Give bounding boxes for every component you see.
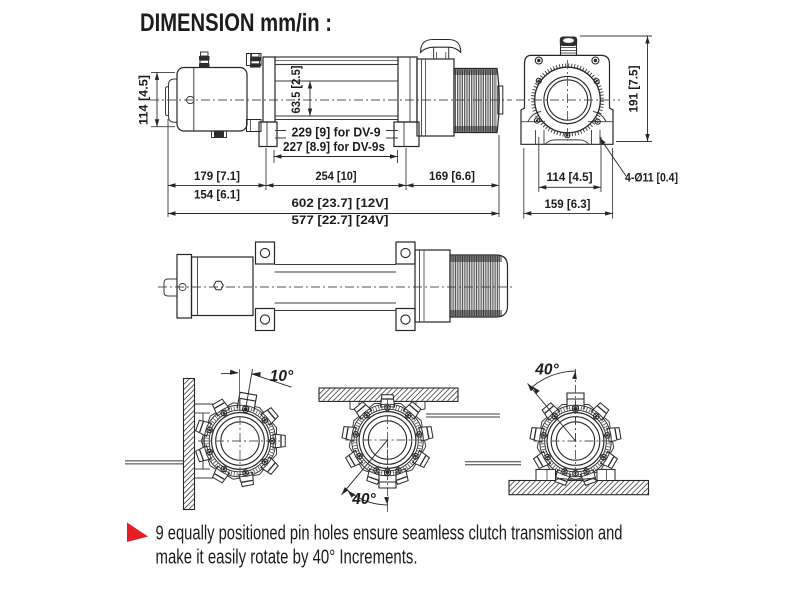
- svg-text:114 [4.5]: 114 [4.5]: [137, 75, 151, 125]
- svg-text:9 equally positioned pin holes: 9 equally positioned pin holes ensure se…: [156, 523, 623, 545]
- svg-text:179 [7.1]: 179 [7.1]: [194, 169, 240, 183]
- svg-text:169 [6.6]: 169 [6.6]: [429, 169, 475, 183]
- svg-text:40°: 40°: [351, 491, 376, 508]
- svg-text:4-Ø11 [0.4]: 4-Ø11 [0.4]: [625, 171, 678, 185]
- svg-text:154 [6.1]: 154 [6.1]: [194, 188, 240, 202]
- svg-text:229 [9] for DV-9: 229 [9] for DV-9: [292, 126, 381, 140]
- svg-text:63.5 [2.5]: 63.5 [2.5]: [289, 66, 303, 114]
- svg-text:602 [23.7] [12V]: 602 [23.7] [12V]: [292, 196, 389, 210]
- svg-text:159 [6.3]: 159 [6.3]: [545, 197, 591, 211]
- svg-text:make it easily rotate by 40° I: make it easily rotate by 40° Increments.: [156, 547, 418, 569]
- svg-text:254 [10]: 254 [10]: [316, 169, 357, 183]
- svg-text:227 [8.9] for DV-9s: 227 [8.9] for DV-9s: [283, 140, 385, 154]
- svg-text:577 [22.7] [24V]: 577 [22.7] [24V]: [292, 213, 389, 227]
- svg-text:191 [7.5]: 191 [7.5]: [627, 65, 641, 112]
- svg-text:40°: 40°: [534, 362, 559, 379]
- svg-text:10°: 10°: [270, 368, 294, 385]
- svg-text:DIMENSION mm/in :: DIMENSION mm/in :: [140, 9, 332, 37]
- svg-text:114 [4.5]: 114 [4.5]: [547, 170, 593, 184]
